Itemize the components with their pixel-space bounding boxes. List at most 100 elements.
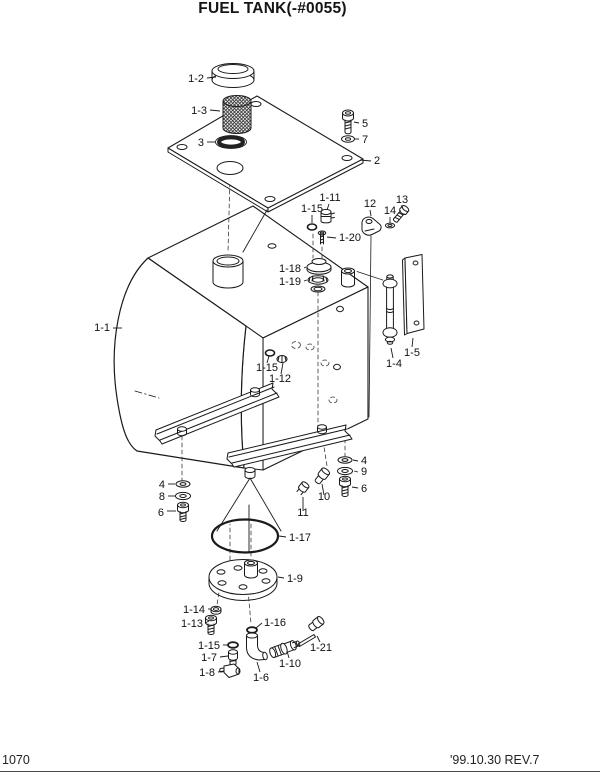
callout-1-2: 1-2	[188, 73, 204, 85]
callout-13: 13	[396, 194, 408, 206]
callout-6-right: 6	[361, 483, 367, 495]
tank-rails	[154, 382, 353, 468]
part-14-washer	[384, 222, 396, 229]
page-title: FUEL TANK(-#0055)	[198, 0, 347, 17]
part-11-plug	[296, 481, 310, 496]
callout-12: 12	[364, 198, 376, 210]
callout-8: 8	[159, 491, 165, 503]
part-4-washer-left	[175, 480, 191, 488]
leader-line	[326, 236, 337, 239]
part-1-15-oring-a	[306, 223, 318, 231]
part-2-top-plate	[167, 95, 364, 253]
leader-line	[326, 203, 330, 211]
part-1-5-bracket	[402, 254, 425, 336]
leader-line	[411, 337, 414, 348]
part-6-bolt-left	[177, 501, 189, 522]
part-5-bolt	[342, 109, 354, 135]
callout-1-21: 1-21	[310, 642, 332, 654]
part-1-18-breather-cap	[306, 258, 332, 275]
callout-1-15-a: 1-15	[301, 203, 323, 215]
part-1-11-fitting	[320, 208, 335, 224]
callout-5: 5	[362, 118, 368, 130]
part-1-4-level-gauge	[356, 271, 398, 345]
leader-line	[321, 483, 325, 496]
part-1-8-elbow	[219, 663, 241, 678]
callout-labels: 1-2 1-3 3 5 7 2 1-11 1-15 1-20 12 14	[94, 73, 420, 684]
leader-line	[303, 266, 307, 269]
drain-boss	[216, 467, 282, 553]
leader-line	[255, 622, 263, 629]
side-hole	[333, 363, 341, 371]
callout-1-20: 1-20	[339, 232, 361, 244]
page-number: 1070	[2, 753, 30, 767]
leader-line	[351, 486, 359, 489]
rail-bolt	[250, 387, 260, 398]
part-1-12-plug	[276, 355, 288, 363]
part-1-3-strainer	[222, 95, 252, 134]
part-1-7-fitting	[228, 649, 238, 666]
part-1-17-oring	[210, 518, 280, 554]
part-1-16-oring	[246, 626, 258, 634]
part-9-washer	[337, 466, 353, 476]
revision-date: '99.10.30 REV.7	[450, 753, 540, 767]
callout-1-16: 1-16	[264, 617, 286, 629]
leader-line	[303, 279, 308, 282]
callout-1-5: 1-5	[404, 347, 420, 359]
part-1-20-screw	[317, 230, 327, 245]
rail-bolt	[317, 424, 327, 435]
leader-line	[359, 159, 372, 162]
leader-line	[400, 205, 404, 209]
callout-1-3: 1-3	[191, 105, 207, 117]
callout-1-12: 1-12	[269, 373, 291, 385]
side-hole	[336, 305, 344, 313]
part-10-plug	[314, 467, 331, 485]
callout-1-18: 1-18	[279, 263, 301, 275]
part-1-6-elbow-pipe	[246, 632, 268, 661]
callout-1-6: 1-6	[253, 672, 269, 684]
leader-line	[353, 121, 360, 124]
callout-1-9: 1-9	[287, 573, 303, 585]
callout-1-1: 1-1	[94, 322, 110, 334]
callout-14: 14	[384, 205, 396, 217]
leader-line	[209, 109, 221, 112]
callout-1-13: 1-13	[181, 618, 203, 630]
part-1-2-filler-cap	[211, 63, 255, 88]
part-1-15-oring-c	[227, 641, 239, 649]
leader-line	[219, 655, 229, 658]
part-1-19-ring	[307, 275, 329, 285]
leader-line	[352, 459, 359, 462]
callout-11: 11	[297, 507, 308, 519]
part-6-bolt-right	[339, 475, 351, 497]
callout-1-7: 1-7	[201, 652, 217, 664]
leader-line	[369, 209, 372, 217]
leader-line	[217, 670, 225, 673]
part-1-15-oring-b	[264, 349, 276, 357]
leader-line	[277, 576, 285, 579]
leader-line	[280, 362, 284, 375]
callout-1-8: 1-8	[199, 667, 215, 679]
rail-bolt	[177, 426, 187, 437]
breather-boss	[310, 285, 326, 293]
callout-1-10: 1-10	[279, 658, 301, 670]
callout-9: 9	[361, 466, 367, 478]
callout-1-11: 1-11	[319, 192, 340, 204]
part-1-10-valve	[269, 640, 301, 659]
part-1-9-flange	[208, 559, 278, 601]
callout-1-15-c: 1-15	[198, 640, 220, 652]
return-boss	[341, 267, 355, 288]
callout-7: 7	[362, 134, 368, 146]
part-4-washer-right	[337, 456, 353, 464]
bottom-rule	[0, 771, 600, 772]
callout-4-right: 4	[361, 455, 367, 467]
filler-neck	[212, 254, 244, 289]
leader-line	[206, 76, 217, 79]
callout-1-14: 1-14	[183, 604, 205, 616]
part-1-14-nut	[210, 605, 222, 615]
leader-line	[278, 535, 287, 538]
callout-1-19: 1-19	[279, 276, 301, 288]
part-12-clamp	[361, 216, 382, 418]
part-8-washer	[175, 491, 191, 501]
part-1-1-tank-body	[113, 205, 369, 471]
